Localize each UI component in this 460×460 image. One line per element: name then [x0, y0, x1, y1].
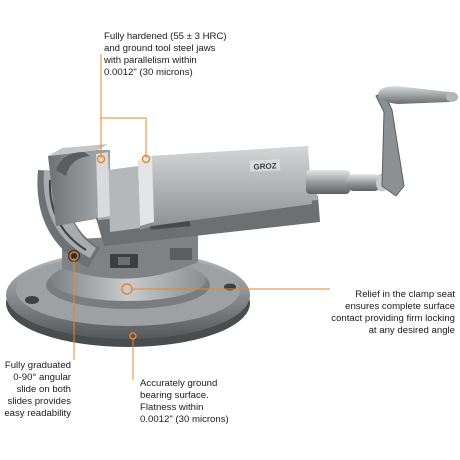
marker-angular-slide [69, 251, 79, 261]
brand-logo: GROZ [253, 161, 277, 171]
leader-jaws-right [101, 117, 147, 158]
jaw-plates [96, 152, 154, 226]
leader-lines [73, 54, 330, 380]
marker-bearing-surface [129, 332, 137, 340]
crank-handle [375, 86, 458, 197]
mounting-slot [25, 296, 39, 304]
leader-markers [69, 154, 151, 340]
swivel-turret [62, 232, 198, 279]
callout-bearing-surface: Accurately ground bearing surface. Flatn… [140, 378, 229, 425]
callout-jaws: Fully hardened (55 ± 3 HRC) and ground t… [104, 31, 227, 78]
marker-jaw-right [141, 154, 151, 164]
callout-clamp-seat: Relief in the clamp seat ensures complet… [331, 289, 455, 336]
lead-screw [306, 170, 388, 194]
swivel-base [6, 251, 250, 347]
marker-clamp-seat [121, 283, 133, 295]
callout-angular-slide: Fully graduated 0-90° angular slide on b… [4, 360, 71, 419]
marker-jaw-left [96, 154, 106, 164]
